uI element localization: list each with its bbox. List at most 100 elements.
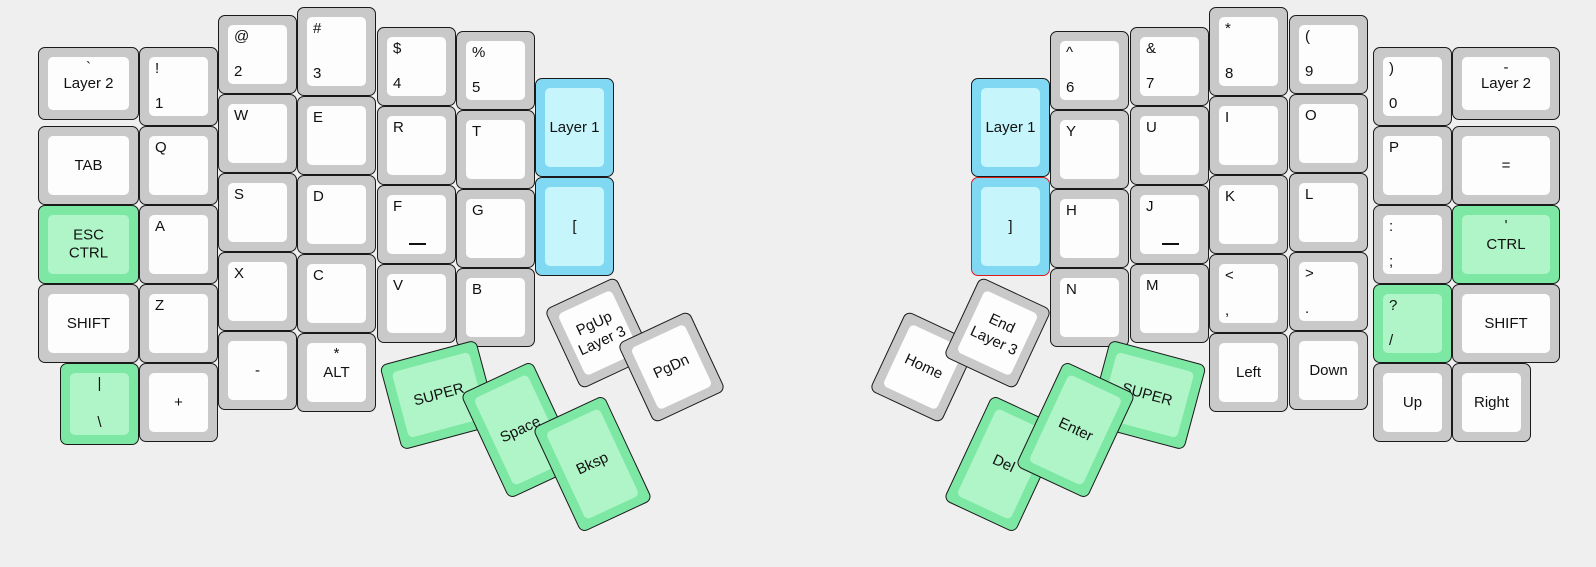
key-l-z[interactable]: Z	[139, 284, 218, 363]
key-r-n[interactable]: N	[1050, 268, 1129, 347]
homing-bar-icon	[1161, 243, 1179, 245]
key-l-r[interactable]: R	[377, 106, 456, 185]
key-l-grave-layer2[interactable]: `Layer 2	[38, 47, 139, 120]
key-r-minus-layer2[interactable]: -Layer 2	[1452, 47, 1560, 120]
keycap: Layer 1	[545, 88, 604, 167]
key-l-d[interactable]: D	[297, 175, 376, 254]
key-l-lbracket[interactable]: [	[535, 177, 614, 276]
key-legend: 2	[234, 63, 243, 81]
keycap: *8	[1219, 17, 1278, 86]
keycap: )0	[1383, 57, 1442, 116]
keycap: *ALT	[307, 343, 366, 402]
key-r-o[interactable]: O	[1289, 94, 1368, 173]
keycap: >.	[1299, 262, 1358, 321]
key-r-quote-ctrl[interactable]: 'CTRL	[1452, 205, 1560, 284]
key-r-p[interactable]: P	[1373, 126, 1452, 205]
key-r-u[interactable]: U	[1130, 106, 1209, 185]
keycap: H	[1060, 199, 1119, 258]
key-l-esc-ctrl[interactable]: ESC CTRL	[38, 205, 139, 284]
key-r-comma[interactable]: <,	[1209, 254, 1288, 333]
key-r-9[interactable]: (9	[1289, 15, 1368, 94]
key-r-down[interactable]: Down	[1289, 331, 1368, 410]
keycap: ]	[981, 187, 1040, 266]
key-l-4[interactable]: $4	[377, 27, 456, 106]
key-l-minus[interactable]: -	[218, 331, 297, 410]
keycap: S	[228, 183, 287, 242]
key-legend: S	[234, 186, 245, 203]
key-l-a[interactable]: A	[139, 205, 218, 284]
key-l-b[interactable]: B	[456, 268, 535, 347]
key-legend: \	[97, 414, 102, 432]
key-l-g[interactable]: G	[456, 189, 535, 268]
homing-bar-icon	[408, 243, 426, 245]
key-legend: `	[86, 59, 91, 76]
key-l-t[interactable]: T	[456, 110, 535, 189]
key-l-shift[interactable]: SHIFT	[38, 284, 139, 363]
keycap: N	[1060, 278, 1119, 337]
key-legend: D	[313, 188, 324, 205]
key-r-m[interactable]: M	[1130, 264, 1209, 343]
key-l-plus[interactable]: +	[139, 363, 218, 442]
key-l-3[interactable]: #3	[297, 7, 376, 96]
key-l-star-alt[interactable]: *ALT	[297, 333, 376, 412]
key-r-7[interactable]: &7	[1130, 27, 1209, 106]
key-r-slash[interactable]: ?/	[1373, 284, 1452, 363]
key-r-rbracket[interactable]: ]	[971, 177, 1050, 276]
key-l-e[interactable]: E	[297, 96, 376, 175]
key-r-left[interactable]: Left	[1209, 333, 1288, 412]
key-legend: .	[1305, 300, 1310, 318]
key-legend: <	[1225, 267, 1234, 284]
keycap: PgDn	[630, 323, 713, 411]
key-l-layer1[interactable]: Layer 1	[535, 78, 614, 177]
key-l-1[interactable]: !1	[139, 47, 218, 126]
key-r-k[interactable]: K	[1209, 175, 1288, 254]
keycap: P	[1383, 136, 1442, 195]
keycap: SHIFT	[1462, 294, 1550, 353]
keycap: !1	[149, 57, 208, 116]
key-legend: R	[393, 119, 404, 136]
key-r-shift[interactable]: SHIFT	[1452, 284, 1560, 363]
key-r-period[interactable]: >.	[1289, 252, 1368, 331]
key-l-x[interactable]: X	[218, 252, 297, 331]
key-legend: =	[1501, 156, 1511, 174]
key-l-f[interactable]: F	[377, 185, 456, 264]
key-r-semicolon[interactable]: :;	[1373, 205, 1452, 284]
key-l-q[interactable]: Q	[139, 126, 218, 205]
key-r-6[interactable]: ^6	[1050, 31, 1129, 110]
key-r-y[interactable]: Y	[1050, 110, 1129, 189]
keycap: Right	[1462, 373, 1521, 432]
key-r-equal[interactable]: =	[1452, 126, 1560, 205]
key-r-h[interactable]: H	[1050, 189, 1129, 268]
key-l-c[interactable]: C	[297, 254, 376, 333]
key-legend: Layer 1	[985, 118, 1036, 136]
key-l-w[interactable]: W	[218, 94, 297, 173]
key-l-tab[interactable]: TAB	[38, 126, 139, 205]
keycap: B	[466, 278, 525, 337]
key-l-v[interactable]: V	[377, 264, 456, 343]
key-legend: /	[1389, 332, 1394, 350]
key-r-0[interactable]: )0	[1373, 47, 1452, 126]
key-r-i[interactable]: I	[1209, 96, 1288, 175]
key-l-5[interactable]: %5	[456, 31, 535, 110]
keycap: ESC CTRL	[48, 215, 129, 274]
keycap: Up	[1383, 373, 1442, 432]
key-legend: [	[572, 217, 577, 235]
keycap: K	[1219, 185, 1278, 244]
key-legend: ?	[1389, 297, 1398, 314]
key-legend: )	[1389, 60, 1394, 77]
key-l-2[interactable]: @2	[218, 15, 297, 94]
key-legend: N	[1066, 281, 1077, 298]
key-l-s[interactable]: S	[218, 173, 297, 252]
key-legend: TAB	[74, 156, 103, 174]
key-r-l[interactable]: L	[1289, 173, 1368, 252]
key-legend: Enter	[1055, 414, 1096, 445]
key-r-right[interactable]: Right	[1452, 363, 1531, 442]
key-r-up[interactable]: Up	[1373, 363, 1452, 442]
key-r-8[interactable]: *8	[1209, 7, 1288, 96]
key-legend: M	[1146, 277, 1159, 294]
key-r-j[interactable]: J	[1130, 185, 1209, 264]
key-l-pipe-backslash[interactable]: |\	[60, 363, 139, 445]
key-r-layer1[interactable]: Layer 1	[971, 78, 1050, 177]
key-legend: I	[1225, 109, 1230, 126]
keycap: Bksp	[545, 408, 640, 520]
